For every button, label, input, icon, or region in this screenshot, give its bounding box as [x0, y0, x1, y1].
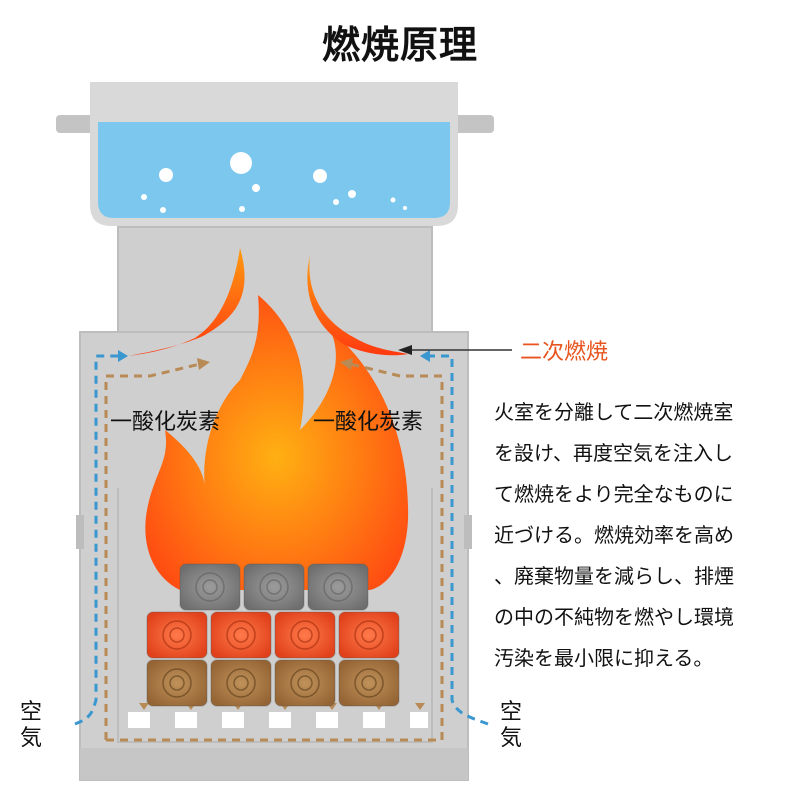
- air-vents: [128, 712, 428, 728]
- air-label-right: 空 気: [498, 700, 524, 752]
- secondary-flames: [128, 248, 408, 356]
- arrow-icon: [420, 350, 430, 362]
- log: [179, 563, 241, 611]
- water: [98, 122, 450, 218]
- description-line: を設け、再度空気を注入し: [494, 441, 733, 465]
- bubble: [141, 194, 147, 200]
- arrow-icon: [398, 345, 412, 355]
- description-line: 近づける。燃焼効率を高め: [494, 523, 734, 547]
- flame: [145, 295, 409, 590]
- pot: [56, 82, 494, 226]
- bubble: [159, 168, 173, 182]
- stove-latch-left: [76, 515, 84, 549]
- air-label-char: 気: [499, 726, 522, 751]
- description-line: 火室を分離して二次燃焼室: [494, 400, 734, 424]
- log: [243, 563, 305, 611]
- log: [146, 611, 208, 659]
- log: [307, 563, 369, 611]
- air-label-char: 空: [499, 700, 522, 725]
- secondary-combustion-label: 二次燃焼: [520, 340, 609, 365]
- description-line: 、廃棄物量を減らし、排煙: [494, 564, 734, 588]
- air-path-brown-left: [104, 362, 201, 740]
- description: 火室を分離して二次燃焼室 を設け、再度空気を注入し て燃焼をより完全なものに 近…: [494, 398, 794, 685]
- pot-handle-right: [452, 115, 494, 133]
- air-label-char: 気: [19, 726, 42, 751]
- log: [146, 659, 208, 707]
- page-title: 燃焼原理: [321, 23, 478, 67]
- log-row-brown: [146, 659, 400, 707]
- log-row-gray: [179, 563, 369, 611]
- inner-chamber: [117, 488, 433, 743]
- co-label-right: 一酸化炭素: [313, 410, 424, 435]
- bubble: [160, 207, 166, 213]
- arrow-icon: [415, 703, 425, 710]
- vent: [316, 712, 338, 728]
- vent: [410, 712, 428, 728]
- stove-latch-right: [464, 515, 472, 549]
- stove-base: [80, 748, 468, 780]
- callout-line: [398, 345, 512, 355]
- air-label-left: 空 気: [18, 700, 44, 752]
- log: [274, 611, 336, 659]
- log: [274, 659, 336, 707]
- main-flame: [145, 295, 409, 590]
- co-label-left: 一酸化炭素: [110, 410, 221, 435]
- log: [338, 611, 400, 659]
- air-path-blue-right: [430, 354, 489, 726]
- air-flow: [74, 354, 489, 742]
- vent: [175, 712, 197, 728]
- arrow-icon: [118, 350, 128, 362]
- log: [210, 611, 272, 659]
- bubble: [313, 169, 327, 183]
- bubble: [348, 190, 356, 198]
- bubble: [333, 199, 339, 205]
- vent: [128, 712, 150, 728]
- logs: [146, 563, 400, 707]
- wisp-right: [307, 255, 408, 356]
- air-path-brown-right: [349, 362, 444, 740]
- bubble: [390, 197, 396, 203]
- pot-handle-left: [56, 115, 96, 133]
- description-line: て燃焼をより完全なものに: [494, 482, 734, 506]
- air-label-char: 空: [19, 700, 42, 725]
- vent: [222, 712, 244, 728]
- bubble: [403, 206, 407, 210]
- description-line: 汚染を最小限に抑える。: [494, 646, 714, 670]
- bubble: [239, 206, 245, 212]
- air-path-blue-left: [74, 354, 118, 726]
- arrow-icon: [139, 703, 149, 710]
- bubble: [252, 184, 260, 192]
- bubble: [230, 152, 252, 174]
- vent: [269, 712, 291, 728]
- log: [338, 659, 400, 707]
- description-line: の中の不純物を燃やし環境: [494, 605, 734, 629]
- bubbles: [141, 152, 407, 213]
- log-row-red: [146, 611, 400, 659]
- vent: [363, 712, 385, 728]
- log: [210, 659, 272, 707]
- arrow-icon: [197, 358, 210, 370]
- arrow-icon: [340, 358, 353, 370]
